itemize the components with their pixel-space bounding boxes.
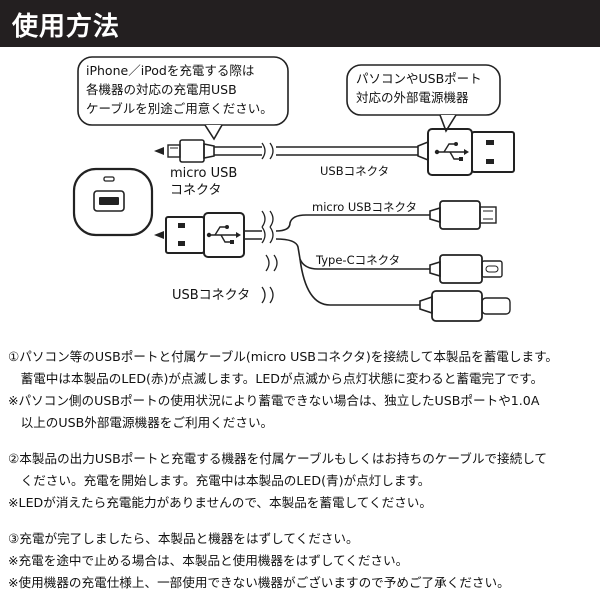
- connection-diagram: iPhone／iPodを充電する際は 各機器の対応の充電用USB ケーブルを別途…: [0, 47, 600, 337]
- note-caution-usb: ※パソコン側のUSBポートの使用状況により蓄電できない場合は、独立したUSBポー…: [8, 393, 540, 408]
- left-callout-text: iPhone／iPodを充電する際は 各機器の対応の充電用USB ケーブルを別途…: [86, 61, 282, 118]
- branch-typec-body: [439, 254, 483, 284]
- power-bank-body: [72, 167, 154, 237]
- note-compat: ※使用機器の充電仕様上、一部使用できない機器がございますので予めご了承ください。: [8, 575, 510, 590]
- branch-micro-body: [439, 200, 481, 230]
- note-caution-usb-cont: 以上のUSB外部電源機器をご利用ください。: [8, 415, 274, 430]
- lower-usb-plug-body: [203, 212, 245, 258]
- left-callout-bubble: [77, 56, 289, 126]
- title-bar: 使用方法: [0, 0, 600, 47]
- page-title: 使用方法: [12, 12, 121, 42]
- note-step3: ③充電が完了しましたら、本製品と機器をはずしてください。: [8, 531, 359, 546]
- branch-lightning-body: [431, 290, 483, 322]
- lower-usb-plug-head: [165, 216, 205, 254]
- top-cable-arrow: [154, 147, 164, 155]
- left-callout-line: ケーブルを別途ご用意ください。: [86, 101, 273, 116]
- micro-usb-label-line1: micro USB: [170, 166, 238, 181]
- lower-usb-symbol-icon: [206, 225, 241, 244]
- note-step1: ①パソコン等のUSBポートと付属ケーブル(micro USBコネクタ)を接続して…: [8, 349, 559, 364]
- diagram-illustration: [72, 56, 515, 322]
- micro-usb-connector-label: micro USBコネクタ: [312, 200, 418, 214]
- micro-usb-label-line2: コネクタ: [170, 183, 222, 198]
- right-callout-line: 対応の外部電源機器: [356, 90, 469, 105]
- left-callout-line: 各機器の対応の充電用USB: [86, 82, 237, 97]
- right-callout-line: パソコンやUSBポート: [356, 71, 482, 86]
- left-callout-line: iPhone／iPodを充電する際は: [86, 63, 255, 78]
- right-callout-tail: [439, 114, 457, 133]
- power-bank-micro-port: [103, 176, 115, 182]
- branch-micro-tip: [479, 206, 497, 224]
- note-stop: ※充電を途中で止める場合は、本製品と使用機器をはずしてください。: [8, 553, 409, 568]
- note-step2: ②本製品の出力USBポートと充電する機器を付属ケーブルもしくはお持ちのケーブルで…: [8, 451, 548, 466]
- note-step2-cont: ください。充電を開始します。充電中は本製品のLED(青)が点灯します。: [8, 473, 431, 488]
- usb-connector-label-bottom: USBコネクタ: [172, 288, 251, 303]
- top-usb-symbol-icon: [434, 142, 469, 161]
- lower-cable-arrow: [154, 231, 164, 239]
- left-callout-tail: [204, 124, 223, 141]
- right-callout-bubble: [346, 64, 501, 116]
- note-led: ※LEDが消えたら充電能力がありませんので、本製品を蓄電してください。: [8, 495, 432, 510]
- top-micro-body: [179, 139, 205, 163]
- right-callout-text: パソコンやUSBポート 対応の外部電源機器: [356, 69, 496, 107]
- type-c-connector-label: Type-Cコネクタ: [316, 253, 401, 267]
- usb-connector-label-top: USBコネクタ: [320, 164, 390, 178]
- top-micro-tip: [167, 144, 181, 158]
- power-bank-usb-port: [93, 190, 125, 212]
- note-step1-cont: 蓄電中は本製品のLED(赤)が点滅します。LEDが点滅から点灯状態に変わると蓄電…: [8, 371, 544, 386]
- branch-typec-tip: [481, 260, 503, 278]
- top-usb-plug-head: [471, 131, 515, 173]
- branch-lightning-tip: [481, 297, 511, 315]
- micro-usb-label: micro USB コネクタ: [170, 165, 237, 199]
